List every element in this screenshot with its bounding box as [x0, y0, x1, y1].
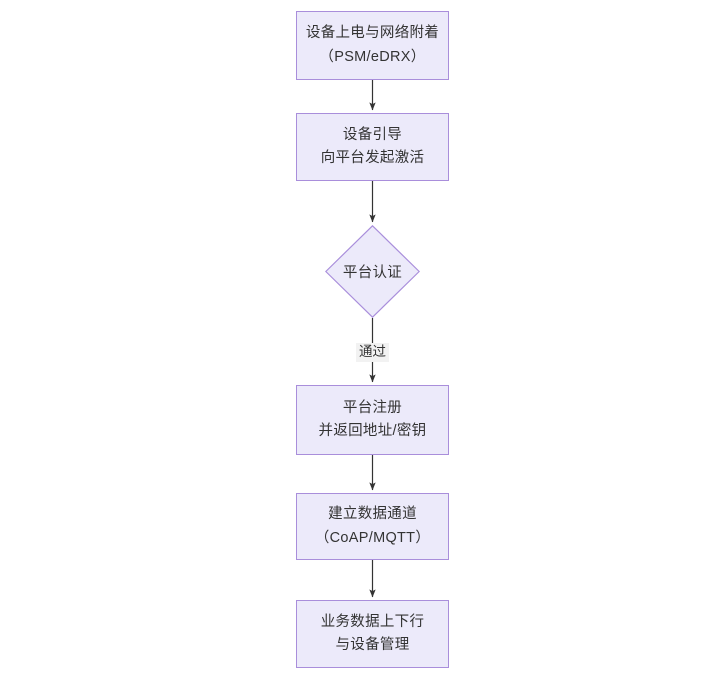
- node-text-line: 与设备管理: [335, 637, 410, 653]
- node-text-line: 平台认证: [342, 265, 403, 281]
- node-text-line: 平台注册: [342, 399, 403, 416]
- node-text-line: 业务数据上下行: [320, 613, 425, 630]
- diamond-shape: [325, 225, 420, 318]
- node-text-line: 设备引导: [342, 126, 403, 143]
- flow-node-platform-register[interactable]: 平台注册 并返回地址/密钥: [296, 385, 449, 455]
- node-text-line: 并返回地址/密钥: [318, 423, 427, 439]
- flow-node-device-power-on[interactable]: 设备上电与网络附着 （PSM/eDRX）: [296, 11, 449, 80]
- flow-node-data-channel[interactable]: 建立数据通道 （CoAP/MQTT）: [296, 493, 449, 560]
- flow-node-business-data[interactable]: 业务数据上下行 与设备管理: [296, 600, 449, 668]
- node-text-line: 向平台发起激活: [320, 150, 425, 166]
- flow-node-device-bootstrap[interactable]: 设备引导 向平台发起激活: [296, 113, 449, 181]
- node-text-line: （CoAP/MQTT）: [314, 529, 431, 546]
- node-text-line: 建立数据通道: [328, 506, 417, 523]
- edge-label-pass: 通过: [356, 343, 389, 362]
- node-text-line: （PSM/eDRX）: [319, 48, 426, 65]
- flow-node-platform-auth[interactable]: 平台认证: [325, 225, 420, 318]
- node-text-line: 设备上电与网络附着: [305, 25, 440, 42]
